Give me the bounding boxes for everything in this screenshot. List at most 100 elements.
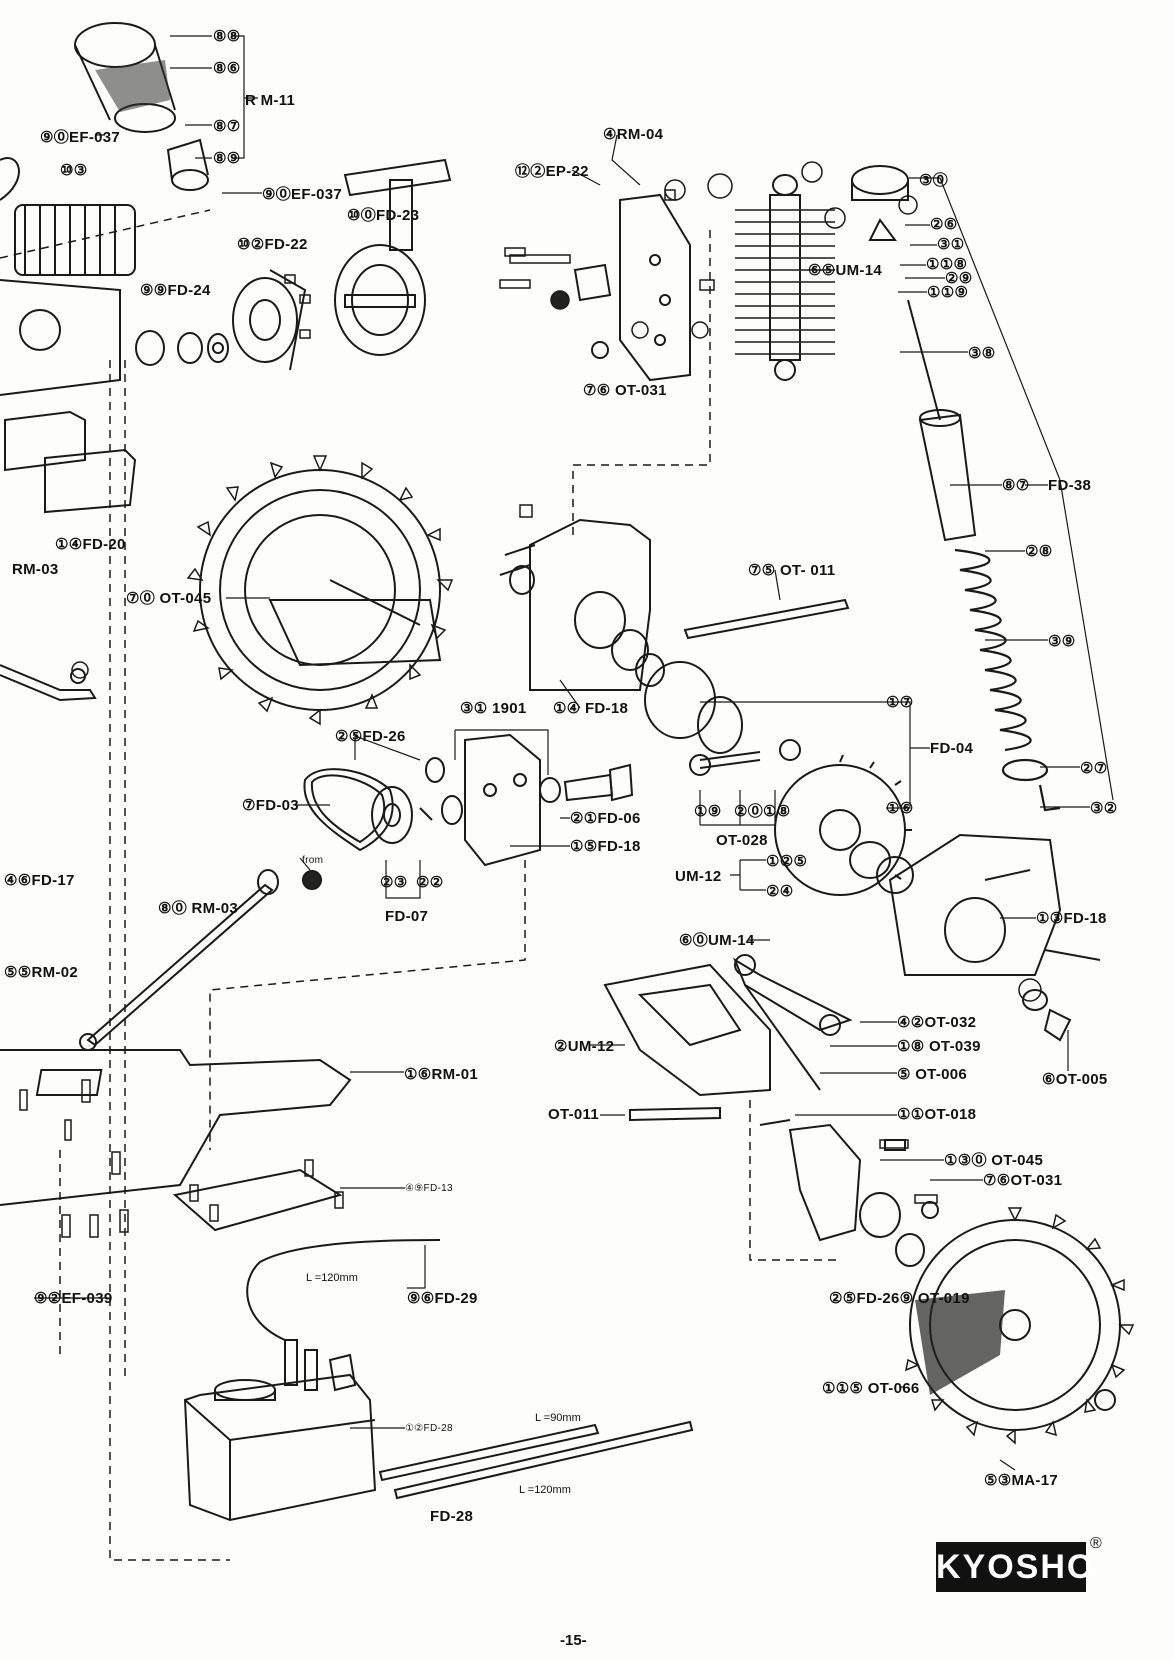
part-label: ②④ [766,883,794,900]
chassis-plate [0,1049,352,1206]
part-label: ⑨⓪EF-037 [40,129,121,146]
length-note: L =120mm [519,1484,571,1496]
front-rod [0,664,97,702]
length-note: L =120mm [306,1272,358,1284]
part-label: ⑧⑦ [1002,477,1030,494]
gearbox-housing-rear [888,833,1101,1042]
part-label: ①①⑧ [926,256,968,273]
part-label: ③① 1901 [460,700,527,717]
part-label: ②⑦ [1080,760,1108,777]
part-label: ⑧⑧ [213,28,241,45]
part-label: ⑦⑤ OT- 011 [748,562,836,579]
part-label: FD-28 [430,1508,474,1525]
rm-04-bracket [573,193,691,382]
part-label: ④⑥FD-17 [4,872,75,889]
chassis-plate-small [172,1168,343,1232]
part-label: ⑥OT-005 [1042,1071,1108,1088]
part-label: ②⑤FD-26⑨ OT-019 [829,1290,970,1307]
length-note: L =90mm [535,1412,581,1424]
part-label: ②⓪ [734,803,764,820]
part-label: ①④ FD-18 [553,700,629,717]
fuel-tank [183,1239,441,1522]
engine [0,157,136,396]
part-label: ①⑨ [694,803,722,820]
part-label: ②⑥ [930,216,958,233]
part-label: ⑦⓪ OT-045 [126,590,212,607]
part-label: ③⓪ [919,172,949,189]
part-label: ②② [416,874,444,891]
suspension-arm [603,954,853,1122]
part-label: ⑨②EF-039 [34,1290,113,1307]
part-label: ①①⑨ [927,284,969,301]
part-label: ④RM-04 [603,126,664,143]
part-label: ⑦⑥OT-031 [983,1172,1063,1189]
screws [19,189,938,1238]
part-label: ⑧⓪ RM-03 [158,900,239,917]
pull-starter [334,158,452,356]
part-label: ⑤ OT-006 [897,1066,968,1083]
part-label: ⑥⓪UM-14 [679,932,755,949]
motor-plate [464,733,634,867]
shock-cylinder [851,165,977,542]
part-label: ①①⑤ OT-066 [822,1380,920,1397]
part-label: ⑤⑤RM-02 [4,964,79,981]
part-label: ⑩③ [60,162,88,179]
part-label: ⑨⑨FD-24 [140,282,211,299]
kyosho-logo: KYOSHO [936,1542,1093,1592]
part-label: ①④FD-20 [55,536,126,553]
steering-knuckle [759,1119,939,1267]
part-label: FD-04 [930,740,974,757]
leader-lines [34,35,1114,1471]
part-label: ⑩⓪FD-23 [347,207,420,224]
part-label: ①①OT-018 [897,1106,977,1123]
part-label: ⑩②FD-22 [237,236,308,253]
part-label: ②⑤FD-26 [335,728,406,745]
part-label: ③⑨ [1048,633,1076,650]
part-label-small: from [302,855,324,866]
air-filter [74,22,209,191]
part-label: RM-03 [12,561,59,578]
part-label: ①⑦ [886,694,914,711]
starter-shaft [232,269,307,371]
part-label: ⑨⑥FD-29 [407,1290,478,1307]
part-label: ⑦FD-03 [242,797,299,814]
part-label: ①⑥ [886,800,914,817]
part-label: ②⑧ [1025,543,1053,560]
part-label: ①③⓪ OT-045 [944,1152,1044,1169]
part-label: ②①FD-06 [570,810,641,827]
part-label: OT-011 [548,1106,599,1123]
part-label: ③① [937,236,965,253]
part-label: ⑧⑨ [213,150,241,167]
rear-tire [186,455,454,726]
part-label: ⑫②EP-22 [515,163,589,180]
bearing-stack [135,330,229,366]
part-label: ①⑧ [763,803,791,820]
drive-belt [303,757,463,852]
differential [644,661,914,896]
part-label: OT-028 [716,832,768,849]
part-label: ④②OT-032 [897,1014,977,1031]
part-label: UM-12 [675,868,722,885]
part-label: ⑧⑥ [213,60,241,77]
part-label: ⑨⓪EF-037 [262,186,343,203]
part-label-small: ④⑨FD-13 [405,1183,453,1194]
registered-mark: ® [1090,1535,1102,1552]
engine-mounts [4,410,137,514]
part-label: FD-38 [1048,477,1092,494]
part-label: ①③FD-18 [1036,910,1107,927]
part-label: ⑤③MA-17 [984,1472,1059,1489]
linkage-rod [79,869,322,1051]
shock-absorber [735,174,835,381]
gearbox-housing [499,518,665,691]
part-label: R M-11 [245,92,296,109]
page-number: -15- [560,1632,587,1649]
part-label: ②UM-12 [554,1038,615,1055]
part-label: ①⑧ OT-039 [897,1038,981,1055]
axle-shaft [683,598,850,640]
guide-lines [0,209,840,1561]
front-tire [904,1207,1135,1445]
part-label-small: ①②FD-28 [405,1423,453,1434]
part-label: ③② [1090,800,1118,817]
